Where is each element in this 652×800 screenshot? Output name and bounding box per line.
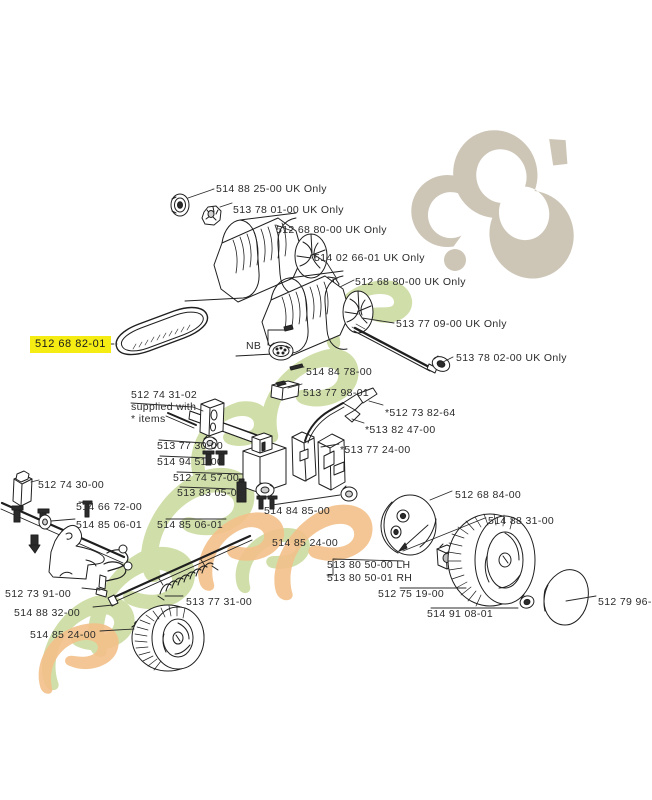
part-number-label: 512 79 96- bbox=[598, 596, 652, 608]
part-number-label: 514 91 08-01 bbox=[427, 608, 494, 620]
part-number-label: 514 66 72-00 bbox=[76, 501, 143, 513]
part-number-label: 513 80 50-00 LH bbox=[327, 559, 411, 571]
part-number-label: *513 82 47-00 bbox=[365, 424, 436, 436]
roller-bearing-left bbox=[170, 193, 190, 217]
part-number-label: * items bbox=[131, 413, 166, 425]
wheel-right-main bbox=[447, 513, 536, 607]
screw-stack-left bbox=[11, 500, 93, 554]
line-art-layer bbox=[0, 188, 597, 672]
part-number-label-highlighted: 512 68 82-01 bbox=[30, 336, 111, 353]
part-number-label: 512 68 80-00 UK Only bbox=[355, 276, 466, 288]
roller-coupler-1 bbox=[201, 205, 222, 226]
part-number-label: 513 78 02-00 UK Only bbox=[456, 352, 567, 364]
nb-pulley-detail bbox=[267, 324, 294, 361]
right-control-bracket bbox=[317, 433, 346, 491]
linkage-512739100 bbox=[95, 544, 133, 598]
part-number-label: 512 73 91-00 bbox=[5, 588, 72, 600]
part-number-label: 514 88 32-00 bbox=[14, 607, 81, 619]
screws-514945100 bbox=[202, 450, 228, 466]
part-number-label: 512 74 30-00 bbox=[38, 479, 105, 491]
part-number-label: 513 80 50-01 RH bbox=[327, 572, 413, 584]
leader-lines bbox=[30, 188, 597, 632]
lever-bracket-513772400 bbox=[291, 431, 317, 482]
part-number-label: 513 77 98-01 bbox=[303, 387, 370, 399]
part-number-label: 514 84 85-00 bbox=[264, 505, 331, 517]
bushing-514856201 bbox=[38, 514, 52, 530]
hubcap-512799600 bbox=[543, 569, 589, 626]
part-number-label: 513 83 05-00 bbox=[177, 487, 244, 499]
part-number-label: 514 88 31-00 bbox=[488, 515, 555, 527]
spring-513773100 bbox=[157, 562, 219, 601]
upper-rod bbox=[165, 412, 197, 429]
control-housing-512745700 bbox=[242, 432, 287, 494]
part-number-label: 514 85 24-00 bbox=[30, 629, 97, 641]
bracket-513779801 bbox=[270, 380, 300, 401]
part-number-label: 514 88 25-00 UK Only bbox=[216, 183, 327, 195]
part-number-label: 514 94 51-00 bbox=[157, 456, 224, 468]
frame-bracket-512743000 bbox=[12, 470, 33, 507]
part-number-label: 512 74 31-02 bbox=[131, 389, 198, 401]
long-rod-514883200 bbox=[107, 534, 253, 607]
wheel-bottom-left bbox=[131, 604, 205, 672]
part-number-label: 513 77 31-00 bbox=[186, 596, 253, 608]
watermark-tan-dotco bbox=[411, 130, 574, 279]
part-number-label: 512 75 19-00 bbox=[378, 588, 445, 600]
part-number-label: *513 77 24-00 bbox=[340, 444, 411, 456]
clamp-513773000 bbox=[202, 435, 218, 450]
part-number-label: 514 84 78-00 bbox=[306, 366, 373, 378]
swan-shaped-bracket bbox=[48, 525, 105, 580]
part-number-label: NB bbox=[246, 340, 262, 352]
part-number-label: 514 85 06-01 bbox=[76, 519, 143, 531]
arrow-514883100 bbox=[398, 524, 429, 552]
part-number-label: supplied with bbox=[131, 401, 197, 413]
part-number-label: 514 85 06-01 bbox=[157, 519, 224, 531]
drive-belt bbox=[115, 306, 209, 356]
part-number-label: *512 73 82-64 bbox=[385, 407, 456, 419]
control-lever-arm bbox=[304, 387, 378, 448]
part-number-label: 512 68 84-00 bbox=[455, 489, 522, 501]
part-number-label: 512 68 80-00 UK Only bbox=[276, 224, 387, 236]
part-number-label: 514 02 66-01 UK Only bbox=[314, 252, 425, 264]
bushing-514848500-right bbox=[340, 485, 358, 502]
roller-end-cap bbox=[431, 355, 451, 372]
clamp-514848500 bbox=[255, 482, 278, 510]
spring-513830500 bbox=[236, 478, 247, 503]
part-number-label: 513 78 01-00 UK Only bbox=[233, 204, 344, 216]
part-number-label: 513 77 30-00 bbox=[157, 440, 224, 452]
part-number-label: 514 85 24-00 bbox=[272, 537, 339, 549]
part-number-label: 513 77 09-00 UK Only bbox=[396, 318, 507, 330]
roller-drum-2 bbox=[235, 270, 374, 359]
part-number-label: 512 74 57-00 bbox=[173, 472, 240, 484]
watermark-layer bbox=[38, 130, 574, 694]
bolt-514910801 bbox=[519, 594, 535, 609]
pulley-512688400 bbox=[380, 494, 437, 556]
